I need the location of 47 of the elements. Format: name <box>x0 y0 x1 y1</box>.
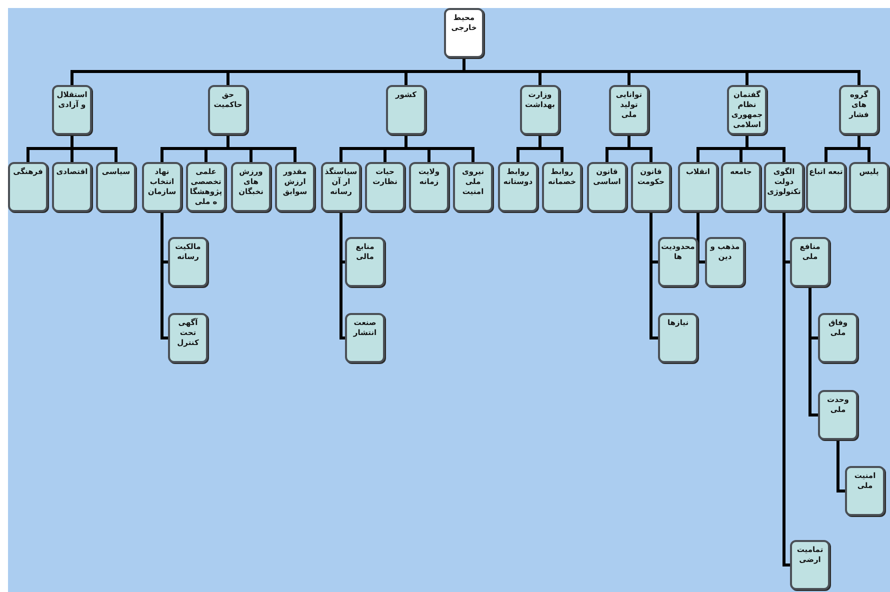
org-box <box>839 85 879 135</box>
org-box <box>790 540 830 590</box>
org-box <box>321 162 361 212</box>
org-box <box>845 466 885 516</box>
connector-line <box>628 135 652 162</box>
org-box <box>806 162 846 212</box>
org-box <box>8 162 48 212</box>
org-box <box>345 237 385 287</box>
org-box <box>168 237 208 287</box>
org-box <box>231 162 271 212</box>
org-box <box>542 162 582 212</box>
org-box <box>609 85 649 135</box>
connector-line <box>836 440 845 492</box>
org-box <box>386 85 426 135</box>
connector-line <box>462 58 860 85</box>
org-box <box>790 237 830 287</box>
connector-line <box>70 135 118 162</box>
connector-line <box>746 135 786 162</box>
org-box <box>849 162 889 212</box>
org-box <box>409 162 449 212</box>
org-box <box>498 162 538 212</box>
org-box <box>520 85 560 135</box>
org-box <box>721 162 761 212</box>
connector-line <box>782 212 790 566</box>
org-box <box>345 313 385 363</box>
connector-line <box>696 212 705 264</box>
org-box <box>631 162 671 212</box>
org-box <box>818 390 858 440</box>
org-box <box>365 162 405 212</box>
org-box <box>587 162 627 212</box>
org-box <box>764 162 804 212</box>
connector-line <box>538 135 564 162</box>
org-box <box>678 162 718 212</box>
root-box <box>444 8 484 58</box>
org-box <box>142 162 182 212</box>
org-box <box>168 313 208 363</box>
org-box <box>52 85 92 135</box>
connector-line <box>858 135 870 162</box>
org-box <box>818 313 858 363</box>
org-box <box>658 237 698 287</box>
org-box <box>275 162 315 212</box>
org-box <box>705 237 745 287</box>
org-box <box>658 313 698 363</box>
org-box <box>52 162 92 212</box>
org-box <box>96 162 136 212</box>
org-box <box>208 85 248 135</box>
org-box <box>453 162 493 212</box>
